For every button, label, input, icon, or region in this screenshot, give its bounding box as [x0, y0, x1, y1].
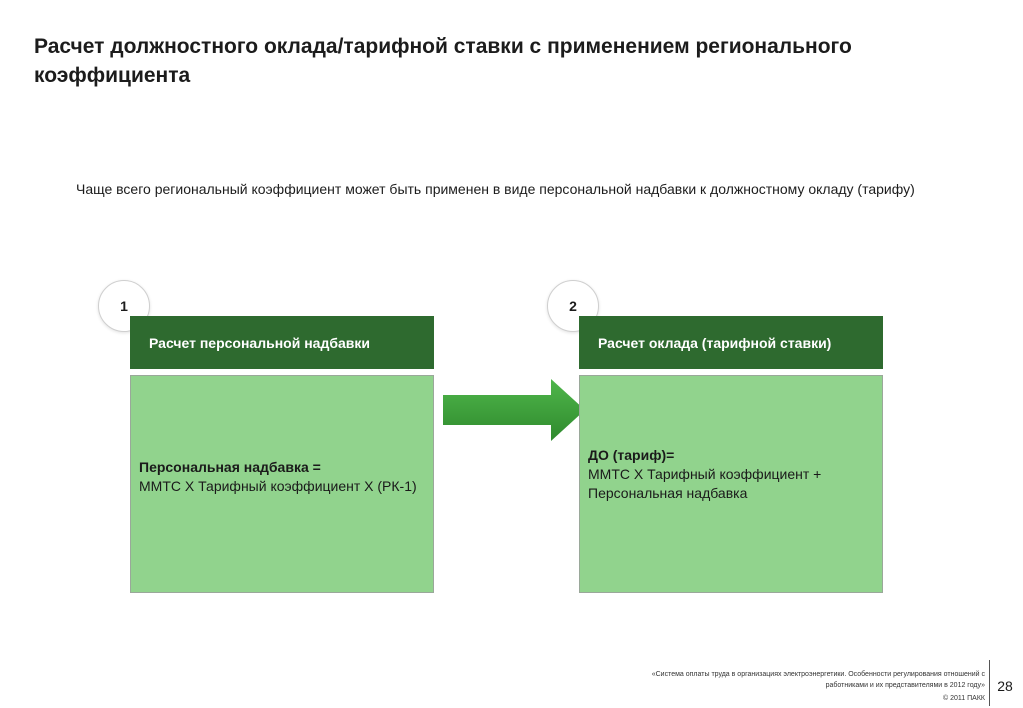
step-2-number-badge: 2	[547, 280, 599, 332]
step-2-header: Расчет оклада (тарифной ставки)	[579, 316, 883, 369]
page-number: 28	[997, 678, 1013, 694]
step-2-formula-title: ДО (тариф)=	[588, 447, 675, 463]
footer-citation: «Система оплаты труда в организациях эле…	[651, 671, 985, 689]
slide-subtitle: Чаще всего региональный коэффициент може…	[76, 181, 915, 197]
step-1-header: Расчет персональной надбавки	[130, 316, 434, 369]
step-2-formula-box: ДО (тариф)= ММТС Х Тарифный коэффициент …	[579, 375, 883, 593]
footer-divider	[989, 660, 990, 706]
step-1-number-badge: 1	[98, 280, 150, 332]
step-1-formula-title: Персональная надбавка =	[139, 459, 321, 475]
footer-copyright: © 2011 ПАКК	[943, 695, 985, 702]
step-2-formula-body: ММТС Х Тарифный коэффициент + Персональн…	[588, 466, 822, 501]
step-1-formula-box: Персональная надбавка = ММТС Х Тарифный …	[130, 375, 434, 593]
slide-title: Расчет должностного оклада/тарифной став…	[34, 35, 852, 87]
right-arrow-icon	[443, 379, 585, 441]
step-1-formula-body: ММТС Х Тарифный коэффициент Х (РК-1)	[139, 478, 417, 494]
